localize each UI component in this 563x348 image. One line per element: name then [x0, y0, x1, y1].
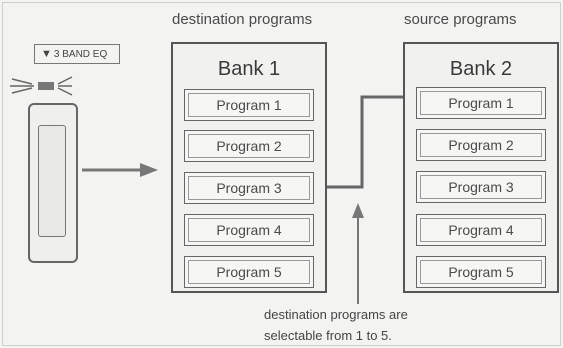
destination-programs-header: destination programs — [172, 11, 313, 28]
bank-1-program-2[interactable]: Program 2 — [184, 130, 314, 162]
bank-1-program-5[interactable]: Program 5 — [184, 256, 314, 288]
bank-1-program-4[interactable]: Program 4 — [184, 214, 314, 246]
bank-2-program-1[interactable]: Program 1 — [416, 87, 546, 119]
destination-note-line-1: destination programs are — [264, 307, 408, 322]
bank-1-program-1[interactable]: Program 1 — [184, 89, 314, 121]
bank-2-program-2[interactable]: Program 2 — [416, 129, 546, 161]
bank-1-program-1-label: Program 1 — [216, 97, 282, 113]
source-programs-header: source programs — [404, 11, 517, 28]
bank-1-program-4-label: Program 4 — [216, 222, 282, 238]
bank-2-program-4-label: Program 4 — [448, 222, 514, 238]
eq-label-text: 3 BAND EQ — [53, 48, 108, 60]
eq-slider[interactable] — [28, 103, 78, 263]
bank-1-program-3-label: Program 3 — [216, 180, 282, 196]
bank-2-program-5[interactable]: Program 5 — [416, 256, 546, 288]
bank-2-program-5-label: Program 5 — [448, 264, 514, 280]
bank-1-program-3[interactable]: Program 3 — [184, 172, 314, 204]
copy-arrow-icon — [325, 95, 416, 189]
destination-note-line-2: selectable from 1 to 5. — [264, 328, 392, 343]
led-indicator-icon — [38, 82, 54, 90]
right-arrow-icon — [82, 163, 158, 177]
triangle-down-icon: ▼ — [41, 48, 52, 60]
bank-1-program-2-label: Program 2 — [216, 138, 282, 154]
up-arrow-icon — [352, 203, 364, 304]
bank-2-program-3[interactable]: Program 3 — [416, 171, 546, 203]
eq-slider-knob[interactable] — [38, 125, 66, 237]
bank-2-title: Bank 2 — [449, 58, 513, 80]
destination-note: destination programs are selectable from… — [264, 304, 408, 346]
bank-2-program-4[interactable]: Program 4 — [416, 214, 546, 246]
eq-label: ▼ 3 BAND EQ — [34, 44, 120, 64]
bank-2-program-2-label: Program 2 — [448, 137, 514, 153]
bank-1-box: Bank 1 Program 1 Program 2 Program 3 Pro… — [171, 42, 327, 293]
led-rays-icon — [10, 76, 73, 96]
bank-1-title: Bank 1 — [217, 58, 281, 80]
bank-2-program-3-label: Program 3 — [448, 179, 514, 195]
bank-2-box: Bank 2 Program 1 Program 2 Program 3 Pro… — [403, 42, 559, 293]
bank-2-program-1-label: Program 1 — [448, 95, 514, 111]
bank-1-program-5-label: Program 5 — [216, 264, 282, 280]
